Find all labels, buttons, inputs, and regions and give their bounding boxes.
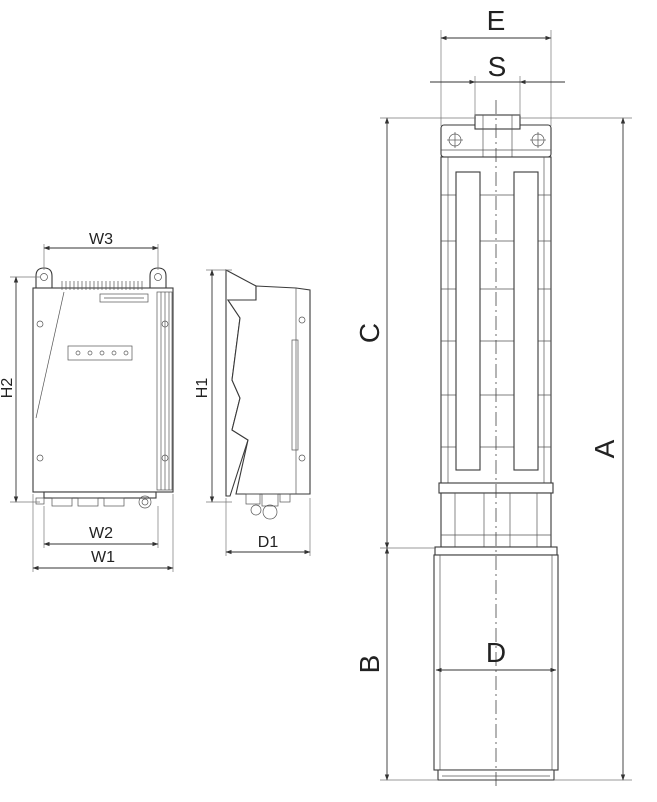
dimension-h1: H1 bbox=[194, 269, 232, 503]
label-w2: W2 bbox=[89, 525, 113, 542]
label-b: B bbox=[354, 655, 385, 674]
dimension-c: C bbox=[354, 117, 476, 549]
dimension-w2: W2 bbox=[43, 506, 159, 548]
dimension-w3: W3 bbox=[43, 231, 159, 270]
label-d1: D1 bbox=[258, 534, 279, 551]
dimension-d: D bbox=[435, 637, 557, 673]
label-w3: W3 bbox=[89, 231, 113, 248]
label-e: E bbox=[487, 5, 506, 36]
dimension-s: S bbox=[430, 51, 565, 116]
controller-front-view bbox=[32, 267, 174, 509]
label-a: A bbox=[589, 439, 620, 458]
dimension-h2: H2 bbox=[0, 276, 40, 503]
label-s: S bbox=[488, 51, 507, 82]
dimension-a: A bbox=[520, 117, 632, 781]
controller-side-view bbox=[225, 269, 311, 520]
dimension-b: B bbox=[354, 547, 438, 781]
label-h1: H1 bbox=[194, 378, 211, 399]
dimension-w1: W1 bbox=[32, 494, 174, 572]
label-c: C bbox=[354, 323, 385, 343]
label-h2: H2 bbox=[0, 378, 16, 399]
dimension-e: E bbox=[440, 5, 552, 126]
dimension-d1: D1 bbox=[225, 498, 311, 556]
label-d: D bbox=[486, 637, 506, 668]
label-w1: W1 bbox=[91, 549, 115, 566]
pump-assembly bbox=[433, 100, 559, 790]
